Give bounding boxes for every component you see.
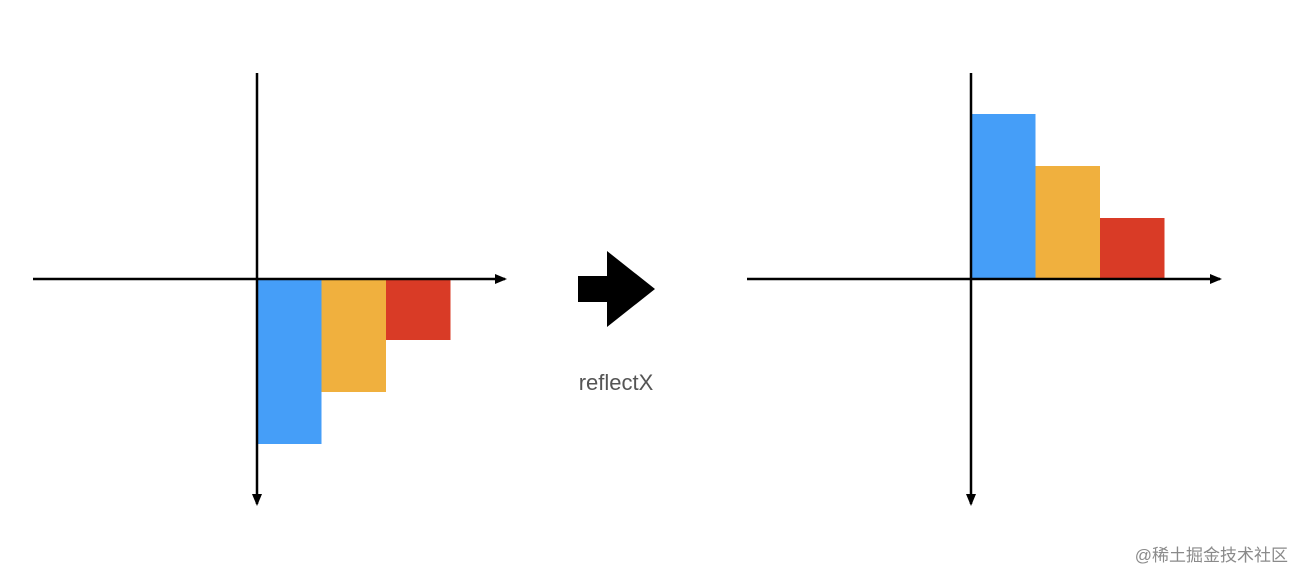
left-bars (257, 279, 451, 444)
watermark: @稀土掘金技术社区 (1134, 546, 1288, 565)
left-bar-2 (321, 279, 386, 392)
transform-label: reflectX (578, 370, 654, 395)
left-chart (33, 73, 507, 506)
transform-arrow-icon (578, 251, 655, 327)
right-bar-2 (1035, 166, 1100, 279)
right-bar-3 (1100, 218, 1165, 279)
left-bar-3 (386, 279, 451, 340)
right-chart (747, 73, 1222, 506)
right-bars (971, 114, 1165, 279)
right-bar-1 (971, 114, 1036, 279)
left-bar-1 (257, 279, 322, 444)
